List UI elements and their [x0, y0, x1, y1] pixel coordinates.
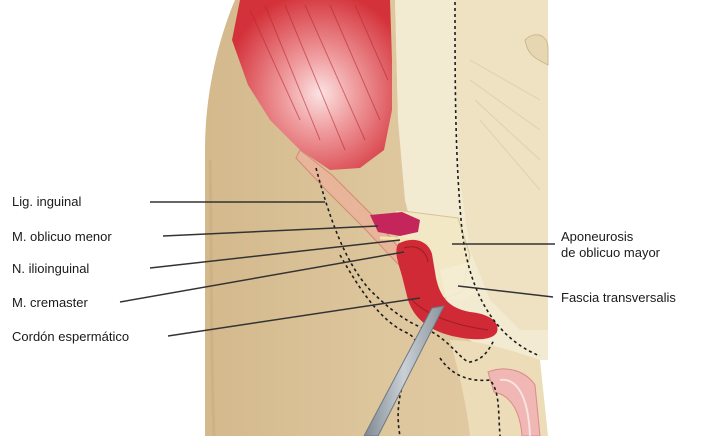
label-lig-inguinal: Lig. inguinal [12, 194, 81, 209]
label-n-ilioinguinal: N. ilioinguinal [12, 261, 89, 276]
label-fascia-transversalis: Fascia transversalis [561, 290, 676, 306]
label-aponeurosis-line1: Aponeurosis [561, 229, 633, 245]
label-m-cremaster: M. cremaster [12, 295, 88, 310]
label-aponeurosis-line2: de oblicuo mayor [561, 245, 660, 261]
label-m-oblicuo-menor: M. oblicuo menor [12, 229, 112, 244]
label-cordon-espermatico: Cordón espermático [12, 329, 129, 344]
